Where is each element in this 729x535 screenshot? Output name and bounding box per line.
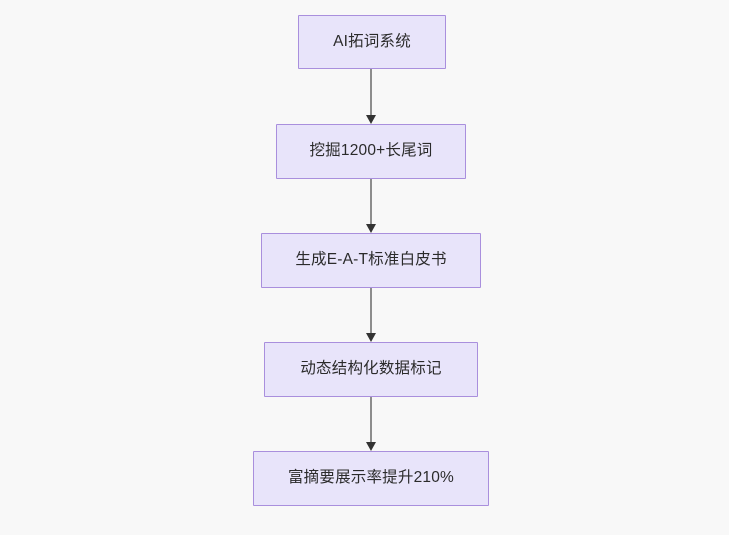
- flow-edge-1: [366, 69, 376, 124]
- flow-edge-3: [366, 288, 376, 342]
- flow-node-label: 动态结构化数据标记: [300, 360, 442, 378]
- flow-node-label: 富摘要展示率提升210%: [287, 469, 455, 487]
- arrow-down-icon: [366, 442, 376, 451]
- flow-node-generate-eat-whitepaper[interactable]: 生成E-A-T标准白皮书: [261, 233, 481, 288]
- arrow-down-icon: [366, 115, 376, 124]
- edge-line: [370, 69, 372, 116]
- flow-edge-4: [366, 397, 376, 451]
- arrow-down-icon: [366, 333, 376, 342]
- edge-line: [370, 288, 372, 334]
- flow-node-dynamic-structured-data-markup[interactable]: 动态结构化数据标记: [264, 342, 478, 397]
- edge-line: [370, 397, 372, 443]
- flow-node-label: 挖掘1200+长尾词: [309, 142, 433, 160]
- flow-node-label: AI拓词系统: [333, 32, 411, 50]
- flow-node-rich-snippet-impression-lift[interactable]: 富摘要展示率提升210%: [253, 451, 489, 506]
- flow-node-mine-longtail-keywords[interactable]: 挖掘1200+长尾词: [276, 124, 466, 179]
- flow-node-label: 生成E-A-T标准白皮书: [295, 251, 447, 269]
- flow-node-ai-keyword-system[interactable]: AI拓词系统: [298, 15, 446, 69]
- edge-line: [370, 179, 372, 225]
- arrow-down-icon: [366, 224, 376, 233]
- flow-edge-2: [366, 179, 376, 233]
